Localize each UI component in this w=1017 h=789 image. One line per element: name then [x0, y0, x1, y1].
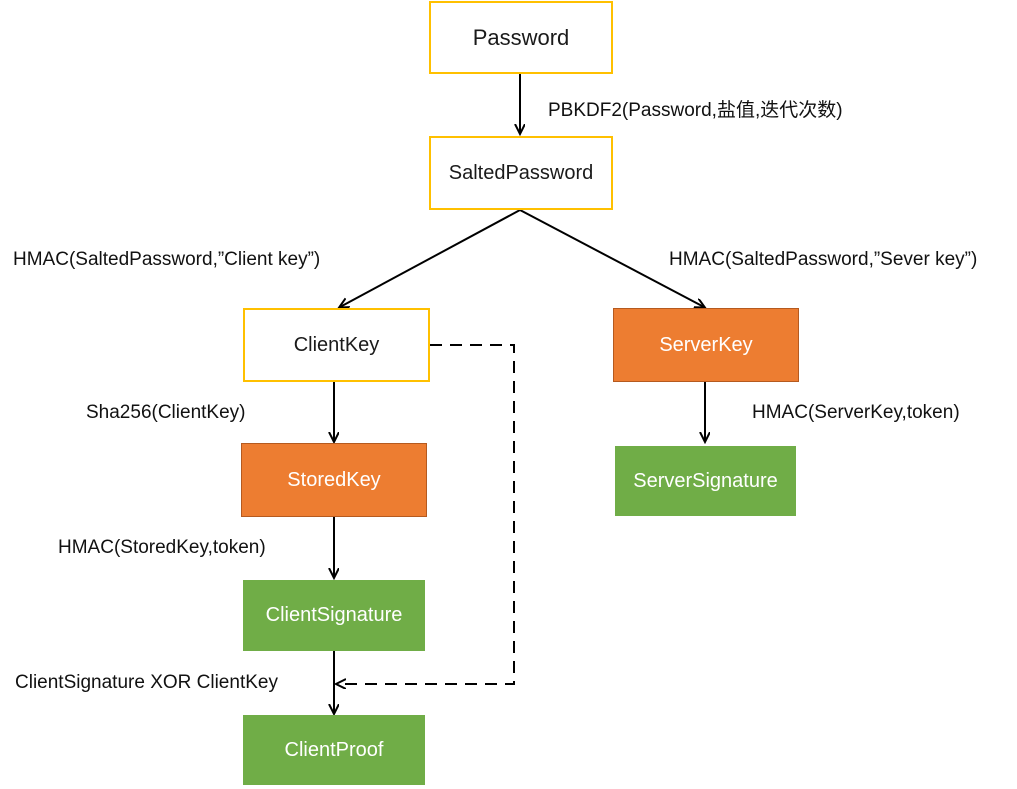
dashed-arrow-clientkey-to-xor — [337, 344, 515, 684]
client-key-node: ClientKey — [243, 308, 430, 382]
stored-key-node: StoredKey — [241, 443, 427, 517]
hmac-serverkey-token-label: HMAC(ServerKey,token) — [752, 402, 960, 423]
pbkdf2-label: PBKDF2(Password,盐值,迭代次数) — [548, 100, 843, 121]
arrow-salted-to-clientkey — [340, 209, 521, 307]
client-signature-node: ClientSignature — [243, 580, 425, 651]
sha256-label: Sha256(ClientKey) — [86, 402, 246, 423]
client-proof-node: ClientProof — [243, 715, 425, 785]
server-signature-node: ServerSignature — [615, 446, 796, 516]
password-node: Password — [429, 1, 613, 74]
hmac-storedkey-token-label: HMAC(StoredKey,token) — [58, 537, 266, 558]
hmac-client-key-label: HMAC(SaltedPassword,”Client key”) — [13, 249, 321, 270]
server-key-node: ServerKey — [613, 308, 799, 382]
arrow-salted-to-serverkey — [519, 209, 704, 307]
xor-label: ClientSignature XOR ClientKey — [15, 672, 278, 693]
salted-password-node: SaltedPassword — [429, 136, 613, 210]
hmac-server-key-label: HMAC(SaltedPassword,”Sever key”) — [669, 249, 978, 270]
